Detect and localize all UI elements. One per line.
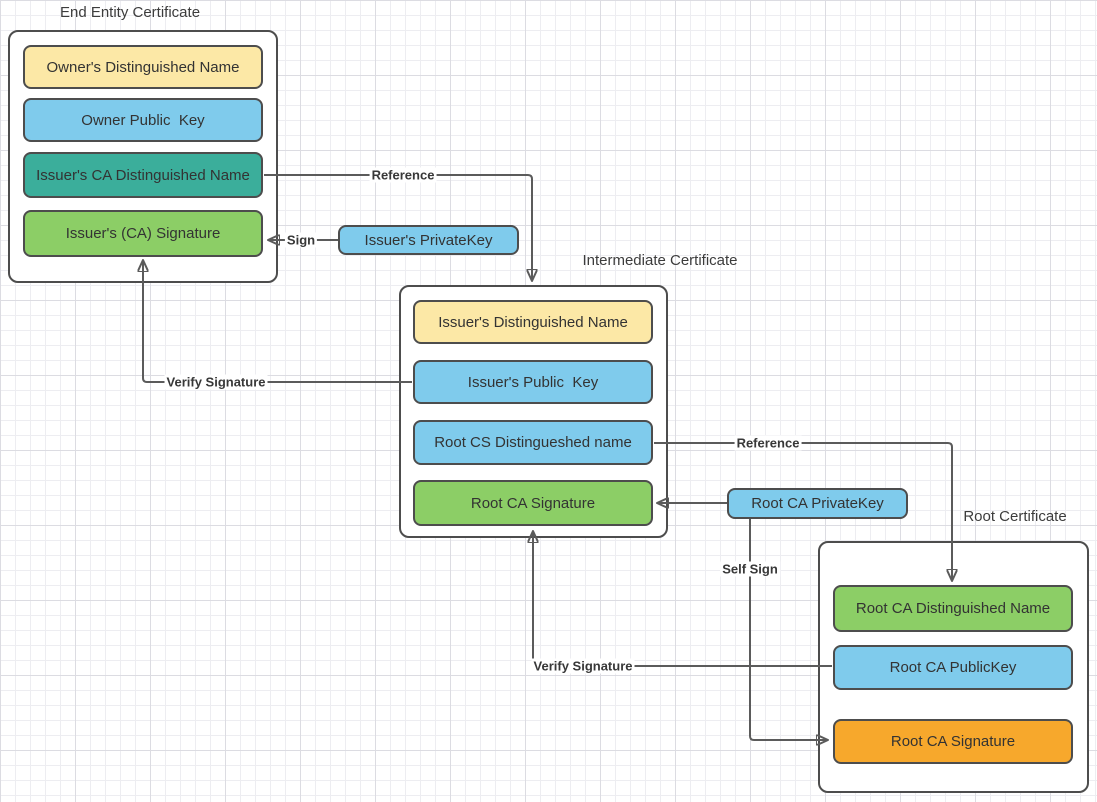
edge-verify-signature-bottom xyxy=(533,531,832,667)
root-certificate-title: Root Certificate xyxy=(963,508,1067,525)
issuers-private-key-box: Issuer's PrivateKey xyxy=(338,225,519,255)
edge-label-sign: Sign xyxy=(284,232,318,248)
root-ca-signature-intermediate-box: Root CA Signature xyxy=(413,480,653,526)
edge-label-reference-1: Reference xyxy=(369,167,437,183)
edge-label-verify-signature-1: Verify Signature xyxy=(164,374,268,390)
intermediate-certificate-title: Intermediate Certificate xyxy=(582,252,738,269)
end-entity-certificate-title: End Entity Certificate xyxy=(59,4,201,21)
root-ca-signature-root-box: Root CA Signature xyxy=(833,719,1073,764)
issuers-distinguished-name-box: Issuer's Distinguished Name xyxy=(413,300,653,344)
issuers-ca-distinguished-name-box: Issuer's CA Distinguished Name xyxy=(23,152,263,198)
issuers-ca-signature-box: Issuer's (CA) Signature xyxy=(23,210,263,257)
owners-distinguished-name-box: Owner's Distinguished Name xyxy=(23,45,263,89)
root-ca-private-key-box: Root CA PrivateKey xyxy=(727,488,908,519)
edge-label-verify-signature-2: Verify Signature xyxy=(531,658,635,674)
root-ca-publickey-box: Root CA PublicKey xyxy=(833,645,1073,690)
issuers-public-key-box: Issuer's Public Key xyxy=(413,360,653,404)
root-ca-distinguished-name-box: Root CA Distinguished Name xyxy=(833,585,1073,632)
root-cs-distingueshed-name-box: Root CS Distingueshed name xyxy=(413,420,653,465)
edge-label-reference-2: Reference xyxy=(734,435,802,451)
owner-public-key-box: Owner Public Key xyxy=(23,98,263,142)
edge-label-self-sign: Self Sign xyxy=(720,561,780,577)
edge-self-sign xyxy=(749,519,828,740)
